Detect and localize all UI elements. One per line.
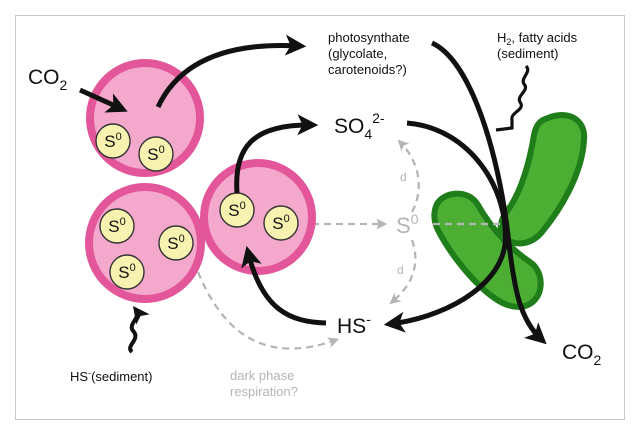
- grey-pathways: [196, 139, 500, 350]
- arrow-co2-uptake: [78, 87, 128, 113]
- label-dark-phase-respiration: dark phase respiration?: [230, 368, 298, 399]
- label-d-upper: d: [400, 170, 407, 184]
- svg-text:S0: S0: [108, 216, 125, 236]
- arrow-hs-to-s0-oxidation: [241, 245, 327, 326]
- svg-text:S0: S0: [104, 131, 121, 151]
- arrow-dark-phase-respiration: [196, 271, 340, 350]
- arrow-photosynthate-export: [155, 34, 307, 109]
- label-hs-sediment: HS-(sediment): [70, 368, 152, 384]
- label-d-lower: d: [397, 263, 404, 277]
- granule: S0: [109, 254, 145, 290]
- arrow-so4-to-hs-reduction: [383, 120, 508, 333]
- cell-middle: [200, 159, 316, 275]
- label-co2-output: CO2: [562, 341, 602, 368]
- arrow-s0-to-so4-oxidation: [234, 114, 319, 194]
- label-h2-fatty-acids: H2, fatty acids (sediment): [497, 30, 581, 61]
- label-sulfate: SO42-: [334, 110, 385, 142]
- granule: S0: [95, 123, 131, 159]
- granule: S0: [138, 136, 174, 172]
- label-photosynthate: photosynthate (glycolate, carotenoids?): [328, 30, 413, 77]
- granule: S0: [99, 208, 135, 244]
- black-pathways: [78, 34, 547, 354]
- arrow-h2-fatty-acids-supply: [495, 64, 530, 132]
- svg-text:S0: S0: [167, 233, 184, 253]
- arrow-hs-sediment-supply: [128, 305, 150, 354]
- svg-text:S0: S0: [228, 200, 245, 220]
- arrow-s0-to-hs: [389, 239, 417, 305]
- arrow-s0-to-so4: [397, 139, 420, 213]
- label-elemental-sulfur: S0: [396, 211, 419, 238]
- label-sulfide: HS-: [337, 311, 371, 338]
- granule: S0: [158, 225, 194, 261]
- svg-text:S0: S0: [147, 144, 164, 164]
- svg-text:S0: S0: [272, 213, 289, 233]
- sulfur-granules: S0 S0 S0 S0 S0 S0 S0: [95, 123, 299, 290]
- label-co2-input: CO2: [28, 66, 68, 93]
- granule: S0: [263, 205, 299, 241]
- granule: S0: [219, 192, 255, 228]
- svg-text:S0: S0: [118, 262, 135, 282]
